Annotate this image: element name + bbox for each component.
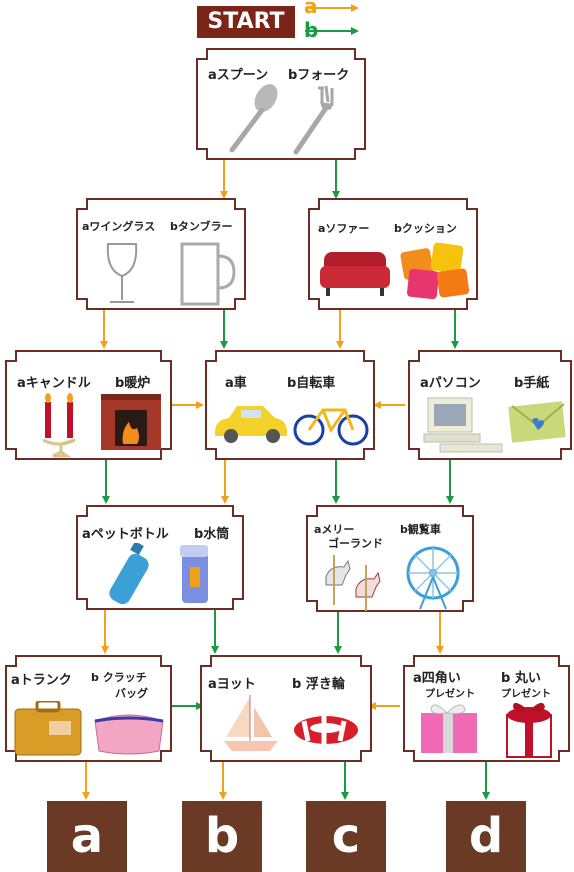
carousel-horse-icon [325,555,381,611]
letter-icon [508,401,566,443]
option-b-label: bタンブラー [170,220,233,233]
option-b-label: b 丸い [501,671,541,686]
option-a-label: aスプーン [208,68,269,83]
start-label: START [197,6,295,38]
option-a-label: aパソコン [420,376,481,391]
result-b: b [182,801,262,872]
legend-b: b [304,18,319,42]
result-d: d [446,801,526,872]
node-spoon-fork: aスプーン bフォーク [196,48,366,160]
node-merry: aメリー ゴーランド b観覧車 [306,505,474,612]
node-present: a四角い プレゼント b 丸い プレゼント [403,655,570,762]
option-b-label: b水筒 [194,527,230,542]
cushion-icon [400,242,470,300]
node-car: a車 b自転車 [205,350,375,460]
option-a-label-2: ゴーランド [328,537,383,550]
water-bottle-icon [180,545,208,603]
option-b-label: bフォーク [288,68,350,83]
ferris-wheel-icon [406,546,460,610]
option-b-label: b自転車 [287,376,336,391]
option-a-label: aトランク [11,673,72,688]
option-b-label: bクッション [394,222,457,235]
trunk-icon [14,701,82,756]
node-bottle: aペットボトル b水筒 [76,505,244,610]
option-a-label: aメリー [314,523,355,536]
node-yacht: aヨット b 浮き輪 [200,655,372,762]
option-a-label: aワイングラス [82,220,156,233]
computer-icon [423,397,503,453]
result-c: c [306,801,386,872]
spoon-icon [229,84,278,153]
option-b-label-2: プレゼント [501,689,551,700]
sofa-icon [320,252,390,296]
option-b-label: b クラッチ [91,671,147,684]
legend-a: a [304,0,318,18]
option-a-label: aヨット [208,677,256,692]
result-a: a [47,801,127,872]
option-a-label: aキャンドル [17,376,91,391]
option-b-label: b手紙 [514,376,550,391]
option-a-label-2: プレゼント [425,689,475,700]
option-a-label: a車 [225,376,247,391]
option-b-label: b暖炉 [115,376,151,391]
option-b-label: b観覧車 [400,523,441,536]
option-a-label: aソファー [318,222,370,235]
yacht-icon [224,695,278,751]
option-a-label: a四角い [413,671,461,686]
bicycle-icon [293,408,369,446]
node-sofa: aソファー bクッション [308,198,478,310]
node-trunk: aトランク b クラッチ バッグ [5,655,172,762]
car-icon [215,406,287,443]
pet-bottle-icon [109,543,149,605]
fireplace-icon [101,394,161,450]
wine-glass-icon [106,243,138,303]
round-present-icon [506,702,552,758]
node-candle: aキャンドル b暖炉 [5,350,172,460]
tumbler-icon [180,242,236,306]
clutch-bag-icon [94,714,164,755]
node-pc: aパソコン b手紙 [408,350,572,460]
option-a-label: aペットボトル [82,527,169,542]
float-ring-icon [294,716,358,744]
fork-icon [293,85,334,155]
square-present-icon [421,704,477,753]
node-glass: aワイングラス bタンブラー [76,198,246,310]
option-b-label-2: バッグ [115,687,148,700]
option-b-label: b 浮き輪 [292,677,345,692]
candle-icon [42,393,76,458]
